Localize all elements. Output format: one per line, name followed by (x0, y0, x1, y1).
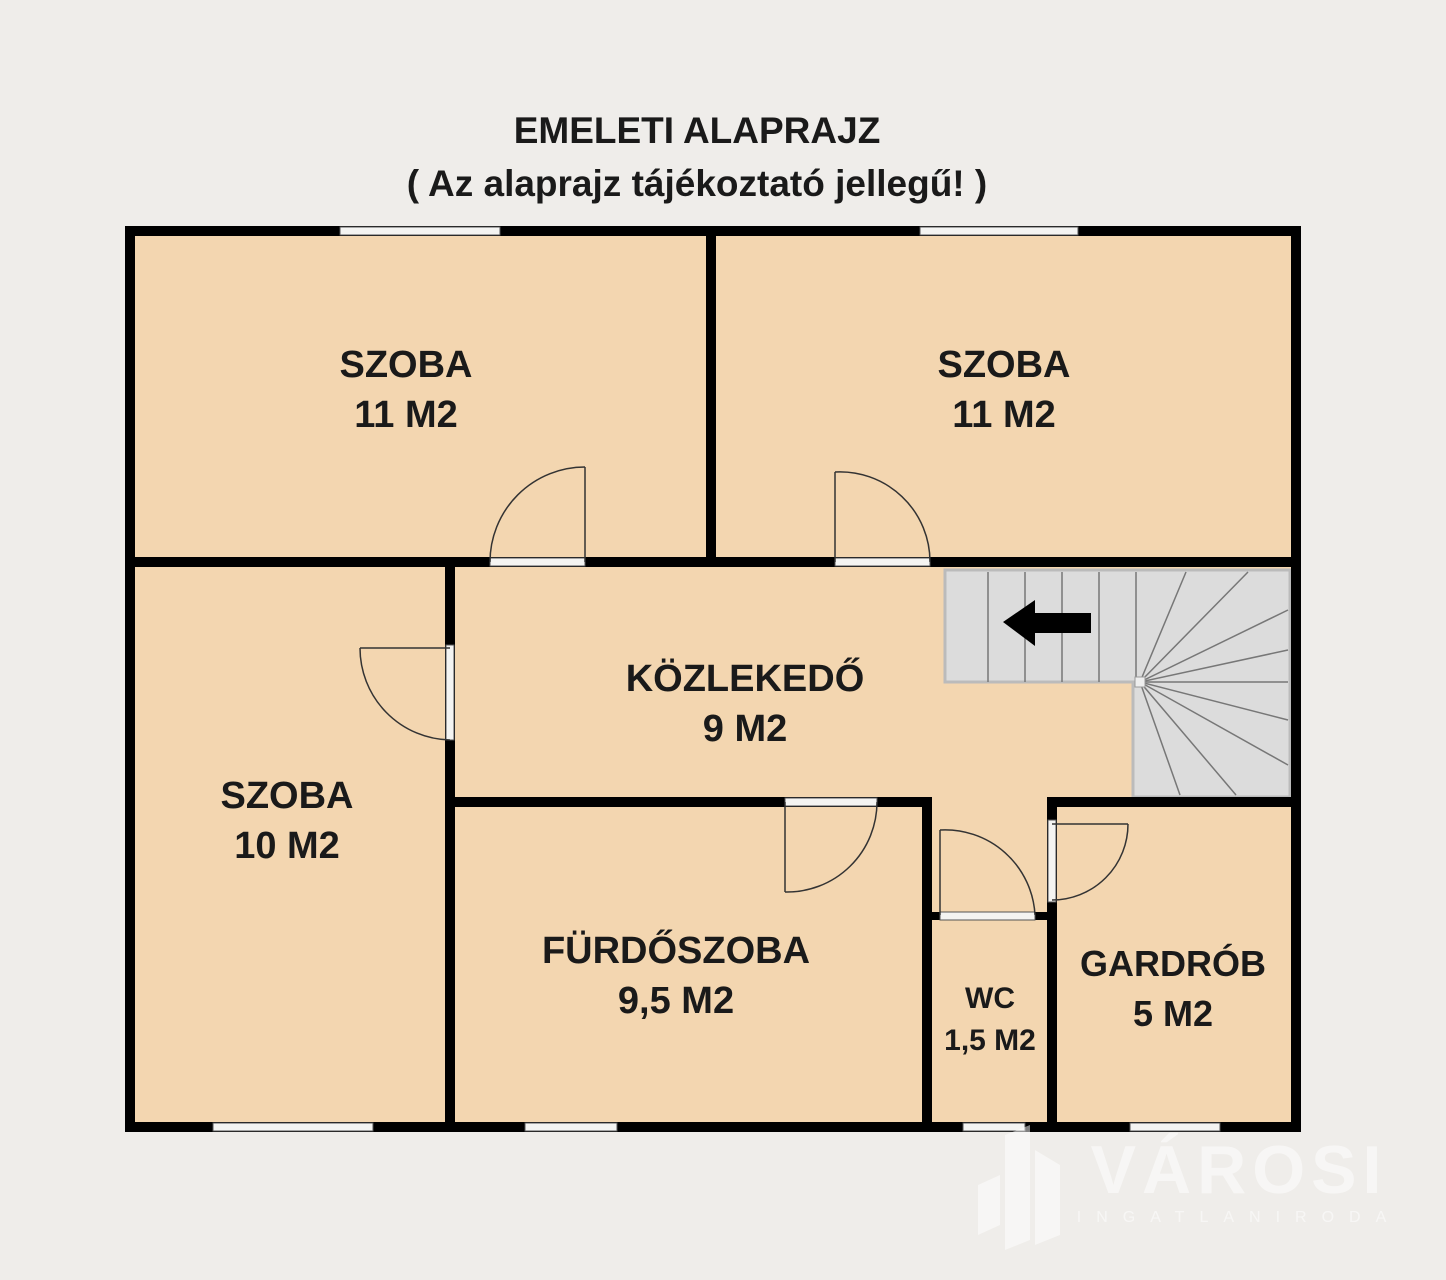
room-bedroom-3: SZOBA 10 M2 (221, 775, 354, 867)
room-name: WC (965, 982, 1015, 1015)
plan-title: EMELETI ALAPRAJZ (514, 110, 881, 151)
room-wardrobe: GARDRÓB 5 M2 (1080, 942, 1266, 1034)
watermark-tagline: INGATLANIRODA (1077, 1209, 1402, 1226)
room-area: 10 M2 (234, 825, 340, 867)
room-bedroom-1: SZOBA 11 M2 (340, 344, 473, 436)
room-wc: WC 1,5 M2 (944, 982, 1036, 1057)
room-name: SZOBA (221, 775, 354, 817)
windows (212, 226, 1221, 1132)
room-area: 11 M2 (952, 394, 1056, 436)
building-logo-icon (978, 1125, 1060, 1250)
watermark-logo: VÁROSI INGATLANIRODA (978, 1125, 1402, 1250)
room-area: 5 M2 (1133, 993, 1213, 1034)
room-name: KÖZLEKEDŐ (626, 656, 865, 700)
room-name: GARDRÓB (1080, 942, 1266, 984)
room-area: 9,5 M2 (618, 980, 734, 1022)
direction-arrow-icon (1003, 600, 1091, 646)
room-name: SZOBA (340, 344, 473, 386)
doors (359, 466, 1129, 921)
watermark-brand: VÁROSI (1091, 1132, 1388, 1208)
room-name: FÜRDŐSZOBA (542, 928, 810, 972)
room-hallway: KÖZLEKEDŐ 9 M2 (626, 656, 865, 750)
room-bathroom: FÜRDŐSZOBA 9,5 M2 (542, 928, 810, 1022)
plan-subtitle: ( Az alaprajz tájékoztató jellegű! ) (407, 163, 987, 204)
room-area: 11 M2 (354, 394, 458, 436)
room-bedroom-2: SZOBA 11 M2 (938, 344, 1071, 436)
room-area: 1,5 M2 (944, 1024, 1036, 1057)
room-area: 9 M2 (703, 708, 787, 750)
room-name: SZOBA (938, 344, 1071, 386)
walls (125, 226, 1301, 1132)
